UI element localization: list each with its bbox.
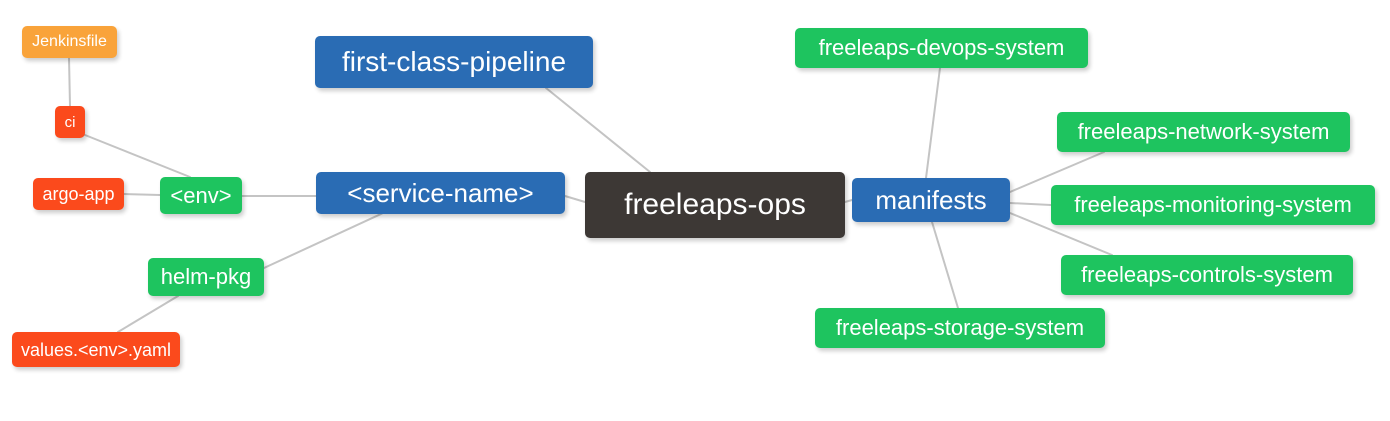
node-helm-pkg[interactable]: helm-pkg (148, 258, 264, 296)
node-label: <service-name> (347, 178, 534, 208)
edge-argo-app-to-env (123, 193, 161, 196)
node-label: freeleaps-network-system (1077, 119, 1330, 144)
edge-ci-to-env (84, 134, 191, 178)
node-freeleaps-devops-system[interactable]: freeleaps-devops-system (795, 28, 1088, 68)
node-freeleaps-ops[interactable]: freeleaps-ops (585, 172, 845, 238)
node-first-class-pipeline[interactable]: first-class-pipeline (315, 36, 593, 88)
node-label: freeleaps-ops (624, 188, 806, 221)
node-env[interactable]: <env> (160, 177, 242, 214)
node-service-name[interactable]: <service-name> (316, 172, 565, 214)
node-argo-app[interactable]: argo-app (33, 178, 124, 210)
node-freeleaps-network-system[interactable]: freeleaps-network-system (1057, 112, 1350, 152)
edge-values-yaml-to-helm-pkg (117, 295, 179, 333)
edge-manifests-to-freeleaps-ops (844, 199, 853, 203)
node-freeleaps-storage-system[interactable]: freeleaps-storage-system (815, 308, 1105, 348)
node-jenkinsfile[interactable]: Jenkinsfile (22, 26, 117, 58)
node-label: values.<env>.yaml (20, 339, 172, 360)
node-label: manifests (875, 185, 987, 215)
edge-helm-pkg-to-service-name (263, 212, 384, 269)
edge-manifests-to-freeleaps-storage-system (931, 221, 959, 309)
node-label: helm-pkg (160, 264, 252, 289)
node-ci[interactable]: ci (55, 106, 85, 138)
edge-first-class-pipeline-to-freeleaps-ops (545, 87, 651, 173)
node-freeleaps-controls-system[interactable]: freeleaps-controls-system (1061, 255, 1353, 295)
node-label: ci (64, 113, 76, 131)
edge-manifests-to-freeleaps-controls-system (1009, 212, 1113, 256)
edge-manifests-to-freeleaps-monitoring-system (1009, 202, 1052, 206)
edge-manifests-to-freeleaps-devops-system (925, 67, 941, 179)
edge-jenkinsfile-to-ci (68, 57, 71, 107)
node-label: freeleaps-devops-system (818, 35, 1065, 60)
node-label: Jenkinsfile (32, 33, 107, 50)
node-label: freeleaps-controls-system (1081, 262, 1333, 287)
node-label: <env> (170, 182, 232, 208)
node-manifests[interactable]: manifests (852, 178, 1010, 222)
node-label: first-class-pipeline (341, 46, 567, 77)
node-label: freeleaps-storage-system (835, 315, 1085, 340)
node-label: freeleaps-monitoring-system (1074, 192, 1352, 217)
node-freeleaps-monitoring-system[interactable]: freeleaps-monitoring-system (1051, 185, 1375, 225)
node-values-yaml[interactable]: values.<env>.yaml (12, 332, 180, 367)
edge-service-name-to-freeleaps-ops (564, 195, 586, 203)
edge-manifests-to-freeleaps-network-system (1009, 151, 1105, 193)
node-label: argo-app (42, 184, 115, 204)
